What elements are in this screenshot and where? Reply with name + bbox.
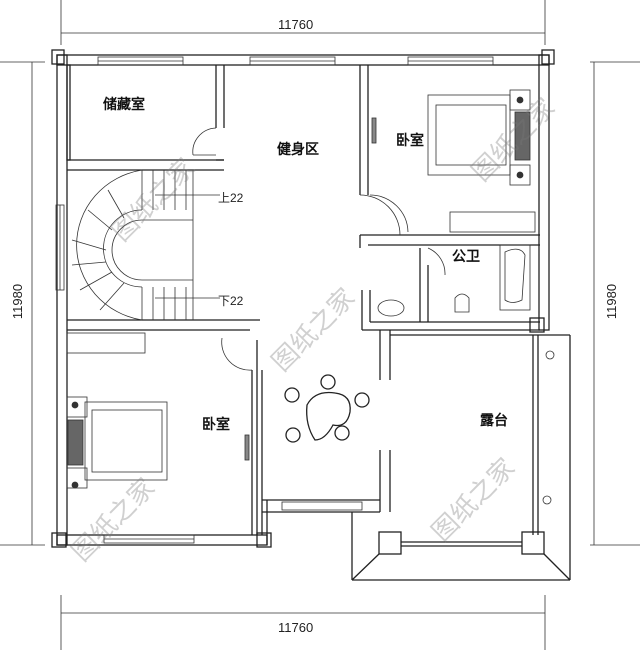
terrace-outline [351, 334, 571, 581]
dimension-left: 11980 [10, 283, 26, 320]
interior-walls [66, 64, 540, 535]
spiral-staircase [71, 169, 220, 321]
door-swings [192, 127, 446, 371]
bed-sw [66, 396, 168, 489]
room-label-bedroom-sw: 卧室 [202, 417, 230, 433]
corner-columns [51, 49, 555, 548]
room-label-bathroom: 公卫 [452, 249, 480, 265]
room-label-terrace: 露台 [480, 413, 508, 429]
top-windows [55, 56, 494, 544]
dimension-top: 11760 [278, 17, 314, 32]
dimension-bottom: 11760 [278, 620, 314, 635]
stair-down-label: 下22 [218, 294, 244, 308]
wardrobes [66, 211, 536, 354]
wall-tvs [244, 117, 377, 461]
bathroom-fixtures [377, 244, 531, 317]
room-label-bedroom-ne: 卧室 [396, 133, 424, 149]
dimension-right: 11980 [604, 283, 620, 320]
tea-table [284, 374, 370, 443]
room-label-gym: 健身区 [277, 142, 319, 158]
stair-up-label: 上22 [218, 191, 244, 205]
room-label-storage: 储藏室 [103, 97, 145, 113]
bed-ne [427, 89, 531, 186]
